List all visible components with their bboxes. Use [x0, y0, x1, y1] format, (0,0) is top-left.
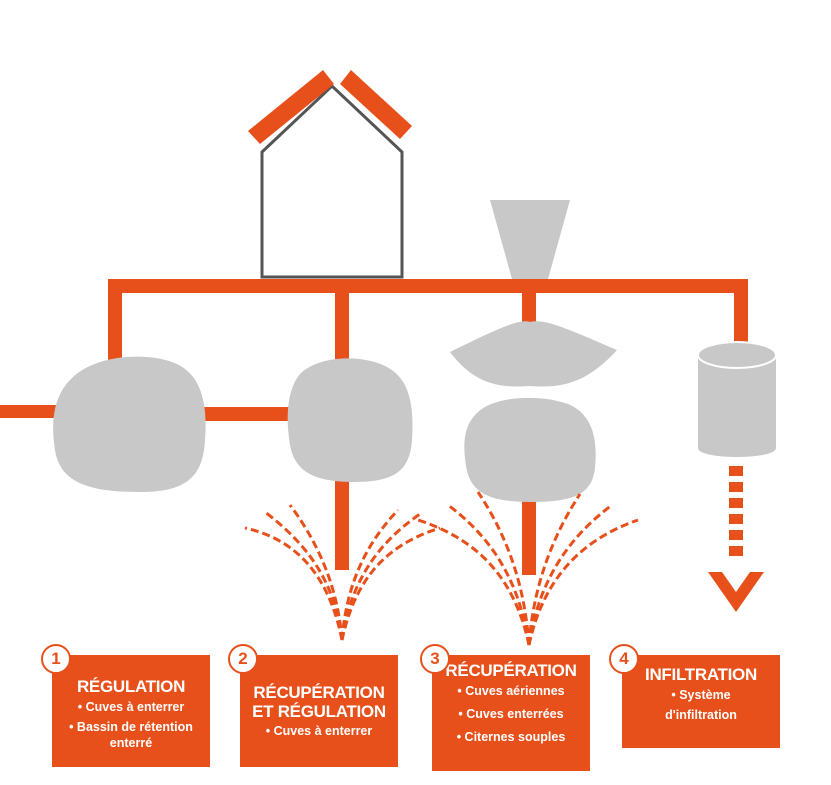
panel-title: RÉCUPÉRATION [445, 661, 577, 680]
panel-item: • Système [671, 688, 731, 702]
panel-number-badge-3: 3 [420, 644, 450, 674]
panel-title-line2: ET RÉGULATION [252, 702, 386, 721]
funnel-icon [490, 200, 570, 279]
flexible-tank-icon [450, 321, 617, 387]
panel-item: • Bassin de rétention [69, 720, 193, 734]
panel-item: • Cuves à enterrer [77, 700, 185, 714]
panel-item: • Citernes souples [456, 730, 566, 744]
panel-recuperation-regulation: RÉCUPÉRATION ET RÉGULATION • Cuves à ent… [240, 655, 398, 767]
down-arrow-icon [708, 466, 764, 612]
panel-number-badge-2: 2 [228, 644, 258, 674]
tank-icon-2 [287, 358, 413, 482]
panel-infiltration: INFILTRATION • Système d'infiltration [622, 655, 780, 748]
panel-item: • Cuves aériennes [457, 684, 565, 698]
panel-recuperation: RÉCUPÉRATION • Cuves aériennes • Cuves e… [432, 655, 590, 771]
tank-icon-1 [53, 356, 206, 492]
panel-number-badge-1: 1 [41, 644, 71, 674]
panel-number-badge-4: 4 [609, 644, 639, 674]
panel-title: RÉCUPÉRATION [253, 683, 385, 702]
panel-item: • Cuves à enterrer [265, 724, 373, 738]
house-icon [248, 70, 412, 279]
cylinder-tank-icon [697, 341, 777, 457]
spray-pattern-2 [244, 504, 441, 641]
panel-item: enterré [109, 736, 153, 750]
panel-title: INFILTRATION [645, 665, 757, 684]
panel-regulation: RÉGULATION • Cuves à enterrer • Bassin d… [52, 655, 210, 767]
tank-icon-3 [464, 397, 596, 502]
panel-item: • Cuves enterrées [458, 707, 564, 721]
panel-item: d'infiltration [665, 708, 737, 722]
spray-pattern-3 [417, 491, 639, 646]
panel-title: RÉGULATION [76, 677, 186, 696]
